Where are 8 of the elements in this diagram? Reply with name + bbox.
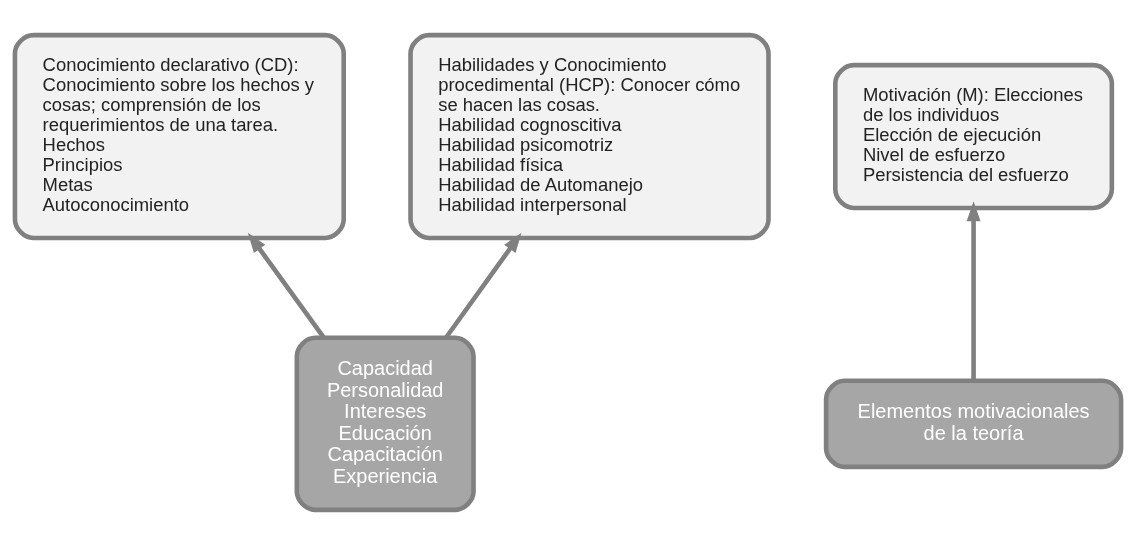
node-box: Capacidad Personalidad Intereses Educación Capacitación Experiencia	[294, 335, 476, 512]
arrow	[444, 232, 522, 339]
arrow	[966, 200, 981, 380]
node-box: Conocimiento declarativo (CD): Conocimiento sobre los hechos y cosas; comprensión de los requerimientos de una tarea. Hechos Principios Metas Autoconocimiento	[12, 32, 346, 240]
node-box: Elementos motivacionales de la teoría	[823, 378, 1124, 469]
node-box: Motivación (M): Elecciones de los individuos Elección de ejecución Nivel de esfuerzo Persistencia del esfuerzo	[833, 62, 1115, 210]
node-box: Habilidades y Conocimiento procedimental (HCP): Conocer cómo se hacen las cosas. Habilidad cognoscitiva Habilidad psicomotriz Habilidad física Habilidad de Automanejo Habilidad interpersonal	[408, 32, 771, 240]
arrow	[247, 232, 326, 339]
